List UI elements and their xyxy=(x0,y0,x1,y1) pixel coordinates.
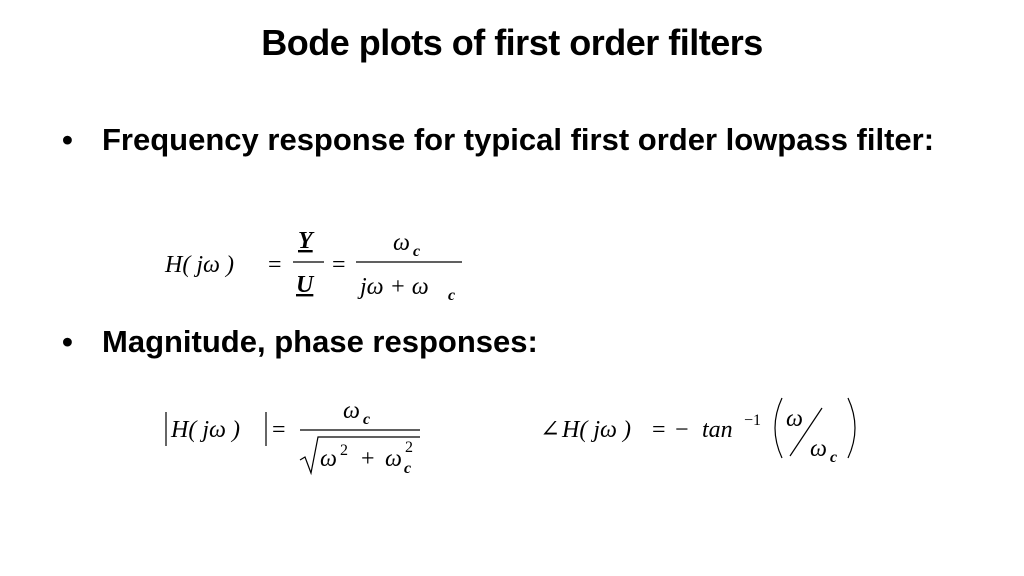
magnitude-den-omega: ω xyxy=(320,446,337,472)
magnitude-den-exp: 2 xyxy=(340,442,348,459)
magnitude-den-c-exp: 2 xyxy=(405,439,413,456)
slash-bar xyxy=(789,407,823,457)
magnitude-numerator: ω xyxy=(343,398,360,424)
bullet-marker: • xyxy=(62,122,73,157)
magnitude-lhs: H( jω ) xyxy=(170,417,240,443)
phase-equation: ∠ H( jω ) = − tan −1 ω ω c xyxy=(540,397,856,466)
sqrt-sign xyxy=(299,436,420,476)
bullet-marker: • xyxy=(62,324,73,359)
magnitude-numerator-sub: c xyxy=(363,411,370,428)
bullet-text: Magnitude, phase responses: xyxy=(102,324,538,359)
phase-denominator: ω xyxy=(810,436,827,462)
transfer-denominator: jω + ω xyxy=(357,274,429,300)
magnitude-equation: H( jω ) = ω c ω 2 + ω 2 c xyxy=(165,398,420,477)
transfer-lhs: H( jω ) xyxy=(164,252,234,278)
phase-denominator-sub: c xyxy=(830,449,837,466)
phase-minus: − xyxy=(675,417,689,443)
phase-tan: tan xyxy=(702,417,733,443)
magnitude-den-sub: c xyxy=(404,460,411,477)
transfer-numerator-y: Y xyxy=(298,228,315,254)
slide-title: Bode plots of first order filters xyxy=(261,22,763,63)
transfer-denominator-u: U xyxy=(296,272,315,298)
magnitude-den-plus: + xyxy=(361,446,375,472)
angle-symbol: ∠ xyxy=(540,417,560,443)
magnitude-den-omega-c: ω xyxy=(385,446,402,472)
paren-right xyxy=(847,397,856,459)
phase-equals: = xyxy=(652,417,666,443)
transfer-numerator-omega: ω xyxy=(393,230,410,256)
phase-numerator: ω xyxy=(786,406,803,432)
transfer-function-equation: H( jω ) = Y U = ω c jω + ω c xyxy=(164,228,462,304)
phase-lhs: H( jω ) xyxy=(561,417,631,443)
bullet-text: Frequency response for typical first ord… xyxy=(102,122,935,157)
transfer-equals-2: = xyxy=(332,252,346,278)
transfer-denominator-sub: c xyxy=(448,287,455,304)
paren-left xyxy=(774,397,783,459)
magnitude-equals: = xyxy=(272,417,286,443)
transfer-equals-1: = xyxy=(268,252,282,278)
phase-tan-exp: −1 xyxy=(744,412,761,429)
transfer-numerator-sub: c xyxy=(413,243,420,260)
